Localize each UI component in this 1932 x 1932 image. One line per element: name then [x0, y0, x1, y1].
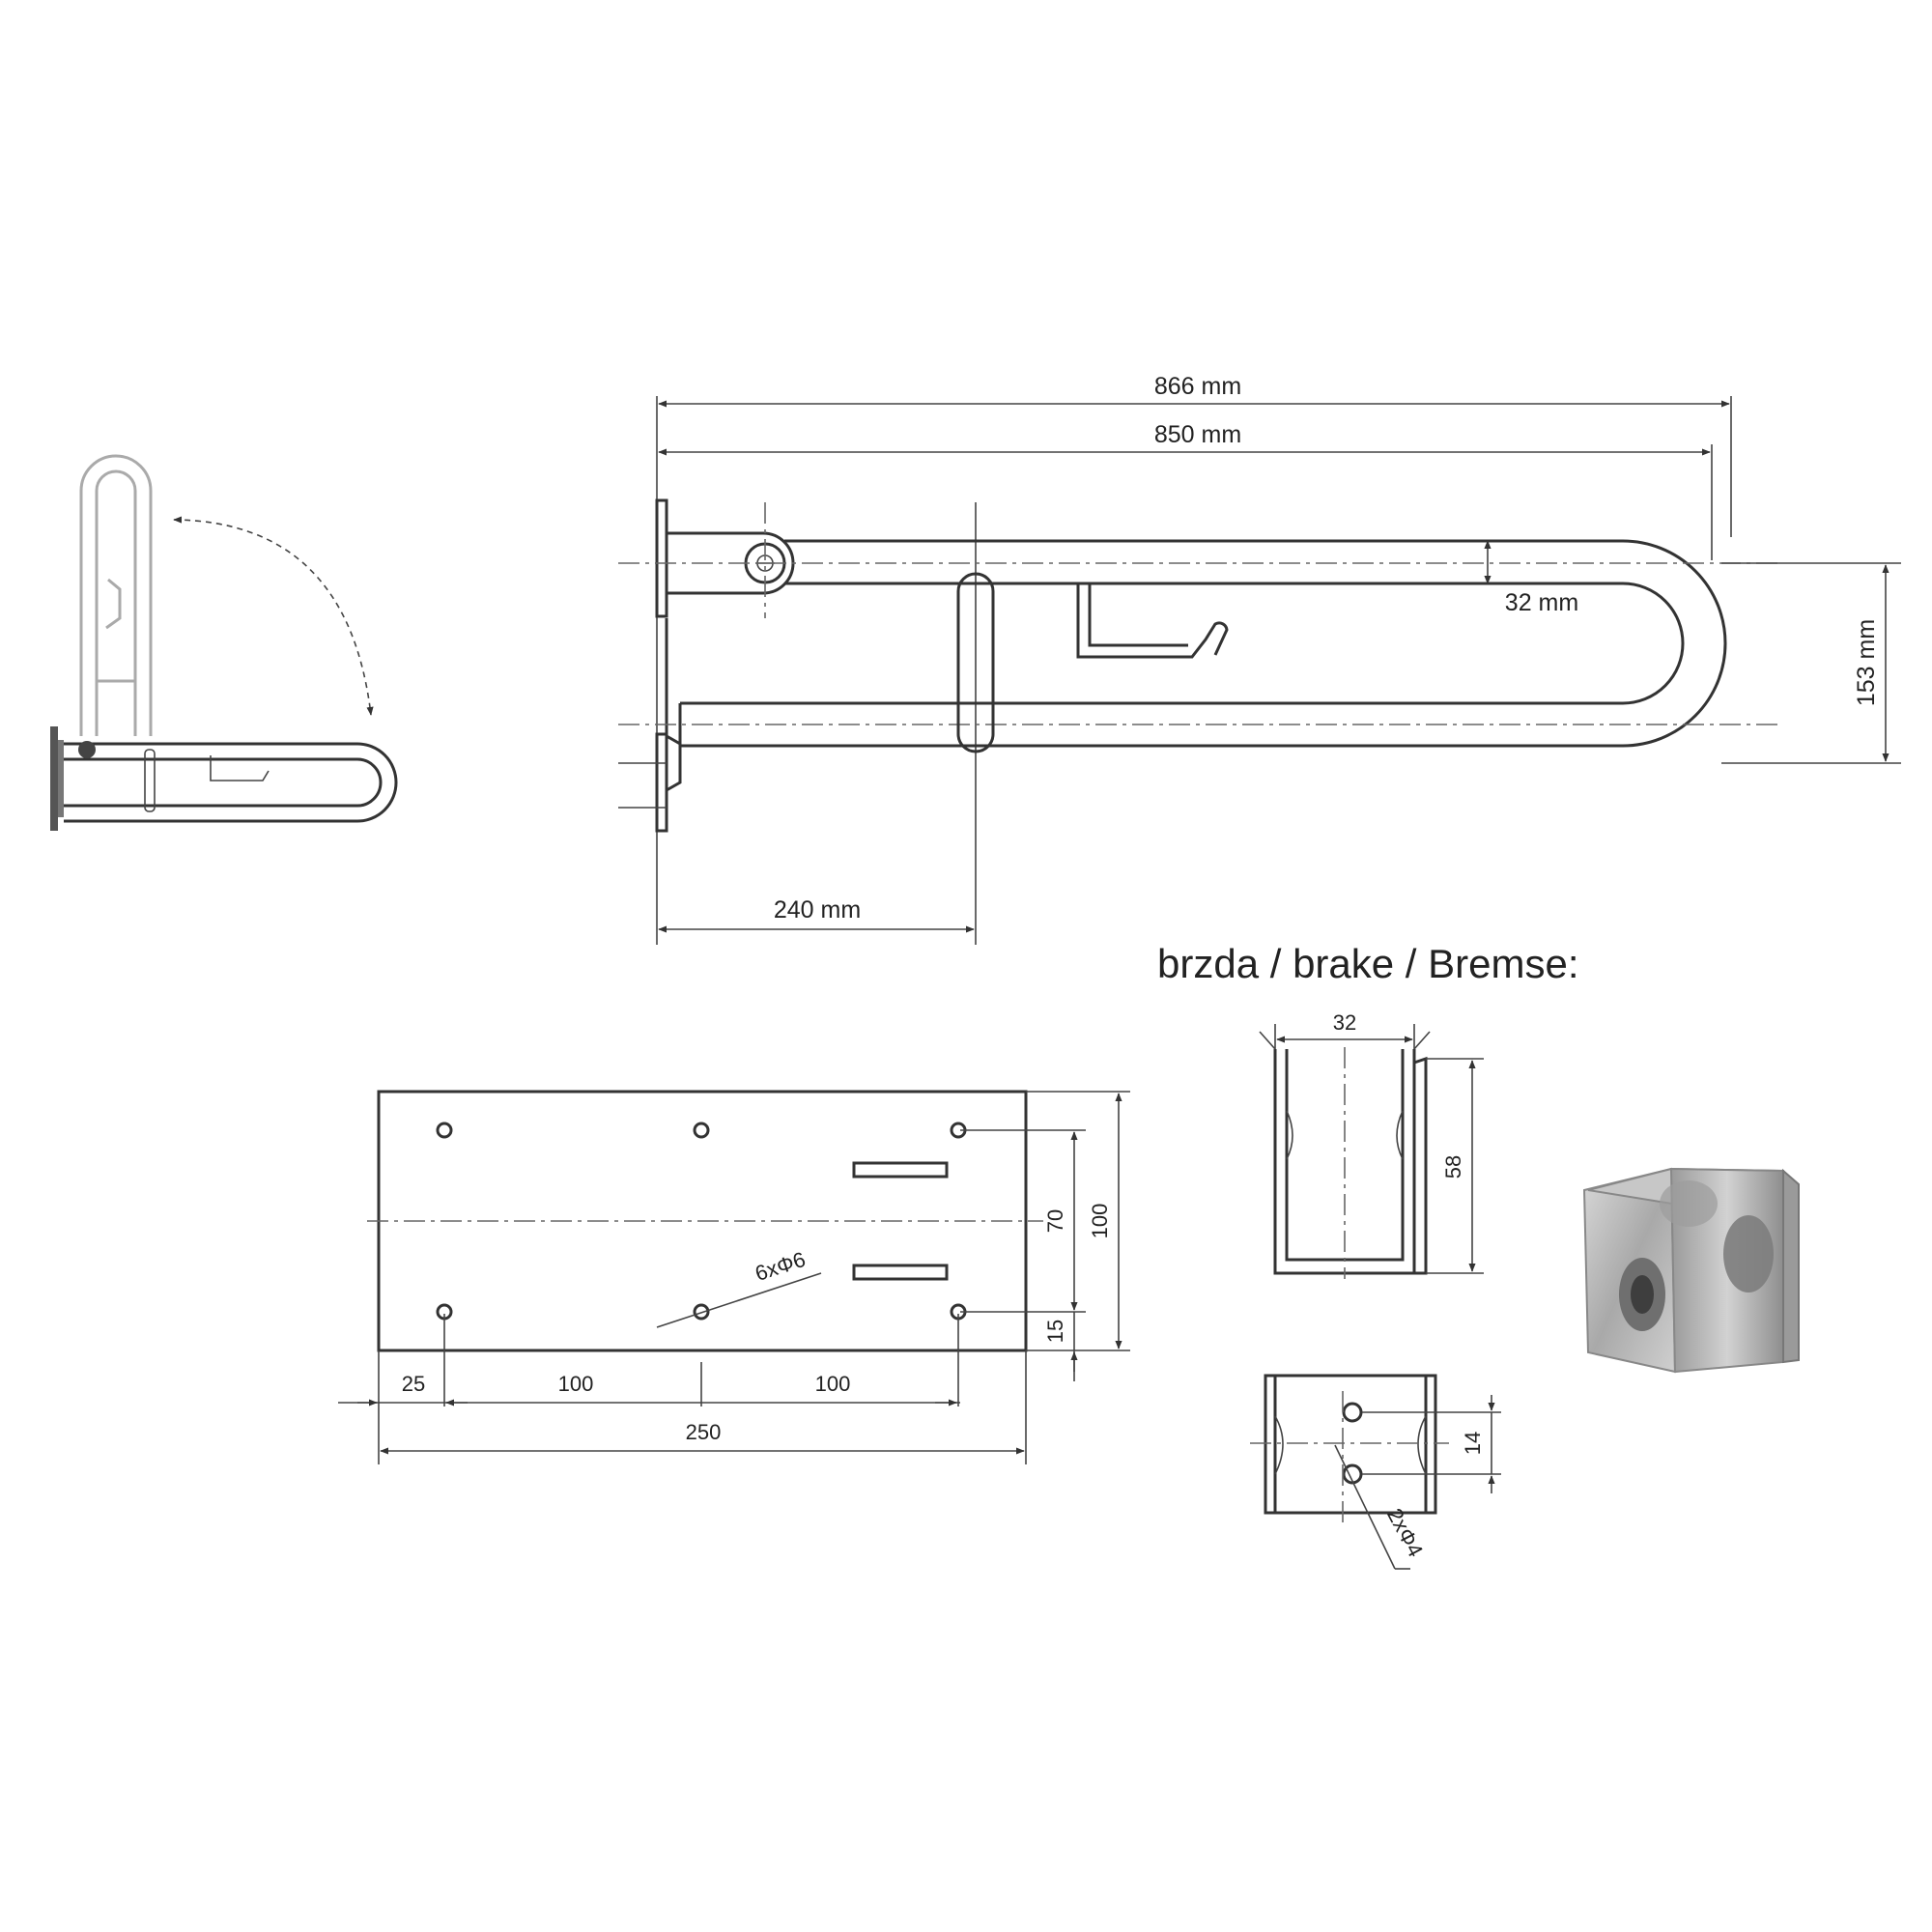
brake-bottom-view: 14 2xΦ4 [1250, 1374, 1501, 1570]
plate-dim-left: 25 [402, 1372, 425, 1396]
brake-front-view: 32 58 [1259, 1010, 1484, 1279]
u-bar-inner [680, 582, 1685, 705]
plate-dim-width: 250 [686, 1420, 722, 1444]
plate-hole [436, 1122, 453, 1139]
plate-dim-hole-spacing: 70 [1043, 1209, 1067, 1233]
plate-slot [852, 1264, 949, 1281]
plate-dim-height: 100 [1088, 1204, 1112, 1239]
brake-bracket-bottom [1264, 1374, 1437, 1515]
brake-hole [1342, 1463, 1363, 1485]
grip-sleeve [956, 572, 995, 753]
plate-slot [852, 1161, 949, 1179]
raised-bar-ghost [79, 454, 153, 736]
plate-hole [693, 1303, 710, 1321]
lowered-bar [64, 742, 398, 823]
brake-hole [1342, 1402, 1363, 1423]
wall-plate-small [50, 726, 58, 831]
plate-dim-spacing-2: 100 [815, 1372, 851, 1396]
pivot-knob-small [78, 741, 96, 758]
brake-dim-hole-spacing: 14 [1461, 1432, 1485, 1455]
brake-photo [1582, 1167, 1800, 1374]
brake-title: brzda / brake / Bremse: [1157, 941, 1579, 986]
wall-plate-main [655, 498, 668, 618]
dim-length: 850 mm [1154, 421, 1241, 448]
dim-overall-length: 866 mm [1154, 373, 1241, 400]
brake-dim-width: 32 [1333, 1010, 1356, 1035]
dim-pivot-distance: 240 mm [774, 896, 861, 923]
plate-dim-spacing-1: 100 [558, 1372, 594, 1396]
folding-side-view [50, 454, 398, 831]
mounting-plate-view: 6xΦ6 25 100 100 250 70 100 15 [338, 1090, 1130, 1464]
rotation-arc [173, 516, 374, 716]
plate-hole [693, 1122, 710, 1139]
dim-height: 153 mm [1853, 619, 1880, 706]
plate-dim-bottom: 15 [1043, 1320, 1067, 1343]
paper-holder [1076, 583, 1229, 659]
dim-tube-diameter: 32 mm [1505, 589, 1578, 616]
u-bar-outer [680, 539, 1727, 748]
main-top-view: 866 mm 850 mm 32 mm [618, 373, 1901, 945]
brake-pad-right [1723, 1215, 1774, 1293]
brake-dim-height: 58 [1441, 1155, 1465, 1179]
